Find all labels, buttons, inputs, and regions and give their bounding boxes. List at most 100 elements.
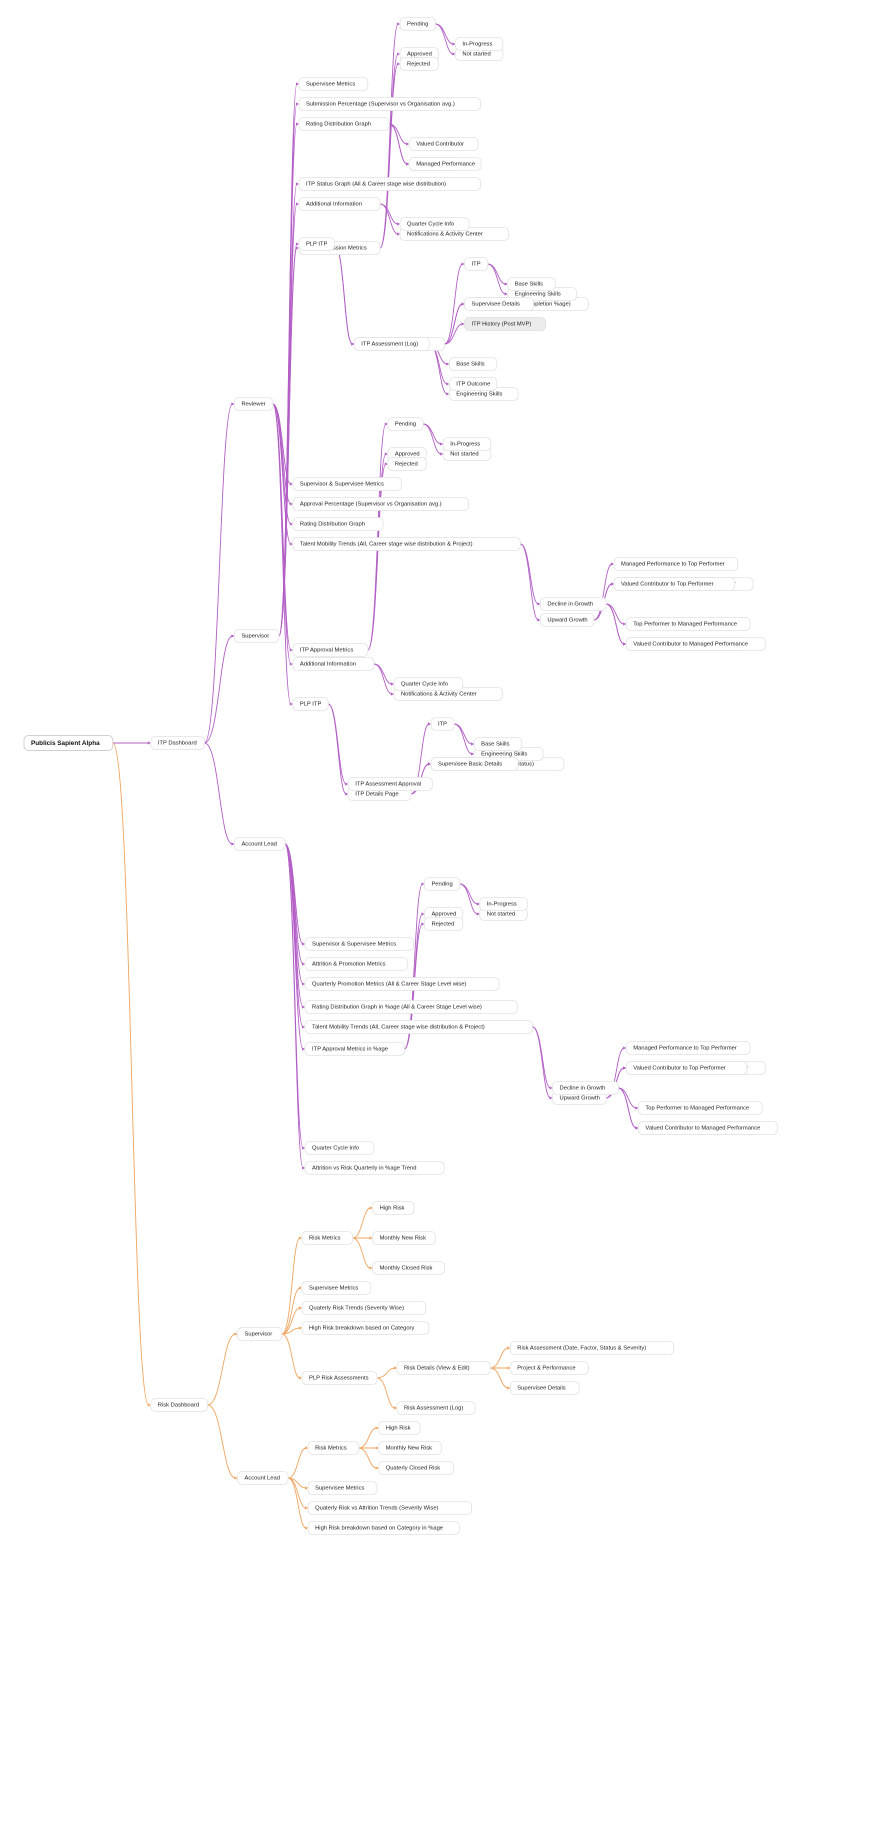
node-pending[interactable]: Pending	[424, 877, 461, 891]
node-in-progress[interactable]: In-Progress	[454, 37, 504, 51]
node-high-risk-breakdown-based-on-category[interactable]: High Risk breakdown based on Category	[301, 1321, 430, 1335]
connector-arrow-icon	[299, 1306, 302, 1310]
node-itp-assessment-approval[interactable]: ITP Assessment Approval	[347, 777, 433, 791]
node-upward-growth[interactable]: Upward Growth	[539, 613, 595, 627]
node-quarterly-promotion-metrics-all-career-stage-level-wise[interactable]: Quarterly Promotion Metrics (All & Caree…	[304, 977, 500, 991]
node-itp-assessment-log[interactable]: ITP Assessment (Log)	[353, 337, 430, 351]
node-submission-percentage-supervisor-vs-organisation-avg[interactable]: Submission Percentage (Supervisor vs Org…	[298, 97, 482, 111]
node-box	[307, 1441, 360, 1455]
node-itp-outcome[interactable]: ITP Outcome	[448, 377, 498, 391]
node-rating-distribution-graph[interactable]: Rating Distribution Graph	[298, 117, 390, 131]
node-account-lead[interactable]: Account Lead	[234, 837, 286, 851]
node-box	[23, 735, 114, 751]
node-high-risk[interactable]: High Risk	[372, 1201, 415, 1215]
node-risk-assessment-date-factor-status-severity[interactable]: Risk Assessment (Date, Factor, Status & …	[509, 1341, 675, 1355]
node-managed-performance-to-top-performer[interactable]: Managed Performance to Top Performer	[613, 557, 739, 571]
node-supervisor-supervisee-metrics[interactable]: Supervisor & Supervisee Metrics	[304, 937, 414, 951]
node-label: Supervisee Metrics	[306, 82, 355, 88]
connector-arrow-icon	[351, 342, 355, 346]
node-supervisee-details[interactable]: Supervisee Details	[509, 1381, 580, 1395]
node-talent-mobility-trends-all-career-stage-wise-distribution-project[interactable]: Talent Mobility Trends (All, Career stag…	[304, 1020, 533, 1034]
connector-arrow-icon	[390, 682, 394, 686]
node-quarter-cycle-info[interactable]: Quarter Cycle Info	[304, 1141, 375, 1155]
node-plp-itp[interactable]: PLP ITP	[292, 697, 329, 711]
node-top-performer-to-managed-performance[interactable]: Top Performer to Managed Performance	[638, 1101, 763, 1115]
node-label: Submission Percentage (Supervisor vs Org…	[306, 102, 455, 108]
node-pending[interactable]: Pending	[399, 17, 436, 31]
node-label: Pending	[407, 22, 428, 28]
node-reviewer[interactable]: Reviewer	[234, 397, 274, 411]
node-supervisee-details[interactable]: Supervisee Details	[464, 297, 534, 311]
node-supervisee-metrics[interactable]: Supervisee Metrics	[301, 1281, 372, 1295]
node-managed-performance[interactable]: Managed Performance	[408, 157, 482, 171]
node-monthly-new-risk[interactable]: Monthly New Risk	[372, 1231, 436, 1245]
node-talent-mobility-trends-all-career-stage-wise-distribution-project[interactable]: Talent Mobility Trends (All, Career stag…	[292, 537, 521, 551]
node-risk-assessment-log[interactable]: Risk Assessment (Log)	[396, 1401, 476, 1415]
node-account-lead[interactable]: Account Lead	[237, 1471, 289, 1485]
connector-line	[444, 263, 463, 345]
node-supervisee-metrics[interactable]: Supervisee Metrics	[307, 1481, 378, 1495]
node-quaterly-risk-trends-severity-wise[interactable]: Quaterly Risk Trends (Severity Wise)	[301, 1301, 427, 1315]
node-monthly-closed-risk[interactable]: Monthly Closed Risk	[372, 1261, 445, 1275]
node-label: Additional Information	[306, 202, 362, 208]
node-box	[539, 613, 595, 627]
node-top-performer-to-managed-performance[interactable]: Top Performer to Managed Performance	[625, 617, 751, 631]
node-risk-dashboard[interactable]: Risk Dashboard	[150, 1398, 208, 1412]
node-in-progress[interactable]: In-Progress	[442, 437, 492, 451]
node-decline-in-growth[interactable]: Decline in Growth	[552, 1081, 619, 1095]
node-supervisor-supervisee-metrics[interactable]: Supervisor & Supervisee Metrics	[292, 477, 402, 491]
node-supervisor[interactable]: Supervisor	[234, 629, 280, 643]
node-itp-history-post-mvp[interactable]: ITP History (Post MVP)	[464, 317, 547, 331]
node-base-skills[interactable]: Base Skills	[448, 357, 498, 371]
node-box	[378, 1441, 442, 1455]
node-additional-information[interactable]: Additional Information	[292, 657, 375, 671]
node-plp-itp[interactable]: PLP ITP	[298, 237, 335, 251]
node-itp-approval-metrics[interactable]: ITP Approval Metrics	[292, 643, 369, 657]
node-box	[301, 1231, 353, 1245]
node-pending[interactable]: Pending	[387, 417, 424, 431]
root-node[interactable]: Publicis Sapient Alpha	[23, 735, 114, 751]
node-valued-contributor-to-top-performer[interactable]: Valued Contributor to Top Performer	[613, 577, 736, 591]
node-project-performance[interactable]: Project & Performance	[509, 1361, 589, 1375]
node-in-progress[interactable]: In-Progress	[479, 897, 528, 911]
node-rejected[interactable]: Rejected	[424, 917, 464, 931]
node-base-skills[interactable]: Base Skills	[507, 277, 556, 291]
node-rating-distribution-graph-in-age-all-career-stage-level-wise[interactable]: Rating Distribution Graph in %age (All &…	[304, 1000, 518, 1014]
node-base-skills[interactable]: Base Skills	[473, 737, 523, 751]
node-supervisee-metrics[interactable]: Supervisee Metrics	[298, 77, 369, 91]
node-quaterly-risk-vs-attrition-trends-severity-wise[interactable]: Quaterly Risk vs Attrition Trends (Sever…	[307, 1501, 472, 1515]
node-itp-dashboard[interactable]: ITP Dashboard	[150, 736, 205, 750]
node-monthly-new-risk[interactable]: Monthly New Risk	[378, 1441, 442, 1455]
node-itp-status-graph-all-career-stage-wise-distribution[interactable]: ITP Status Graph (All & Career stage wis…	[298, 177, 482, 191]
node-supervisee-basic-details[interactable]: Supervisee Basic Details	[430, 757, 519, 771]
node-decline-in-growth[interactable]: Decline in Growth	[539, 597, 607, 611]
node-quarter-cycle-info[interactable]: Quarter Cycle Info	[393, 677, 464, 691]
node-attrition-vs-risk-quarterly-in-age-trend[interactable]: Attrition vs Risk Quarterly in %age Tren…	[304, 1161, 445, 1175]
node-plp-risk-assessments[interactable]: PLP Risk Assessments	[301, 1371, 378, 1385]
connector-arrow-icon	[295, 242, 299, 246]
node-high-risk[interactable]: High Risk	[378, 1421, 421, 1435]
node-approval-percentage-supervisor-vs-organisation-avg[interactable]: Approval Percentage (Supervisor vs Organ…	[292, 497, 469, 511]
node-rejected[interactable]: Rejected	[387, 457, 427, 471]
node-rejected[interactable]: Rejected	[399, 57, 439, 71]
node-valued-contributor-to-managed-performance[interactable]: Valued Contributor to Managed Performanc…	[638, 1121, 778, 1135]
node-managed-performance-to-top-performer[interactable]: Managed Performance to Top Performer	[625, 1041, 751, 1055]
node-itp[interactable]: ITP	[464, 257, 489, 271]
node-risk-metrics[interactable]: Risk Metrics	[307, 1441, 360, 1455]
node-additional-information[interactable]: Additional Information	[298, 197, 381, 211]
node-quarter-cycle-info[interactable]: Quarter Cycle Info	[399, 217, 470, 231]
node-high-risk-breakdown-based-on-category-in-age[interactable]: High Risk breakdown based on Category in…	[307, 1521, 460, 1535]
node-quaterly-closed-risk[interactable]: Quaterly Closed Risk	[378, 1461, 455, 1475]
node-valued-contributor-to-top-performer[interactable]: Valued Contributor to Top Performer	[625, 1061, 748, 1075]
node-itp-approval-metrics-in-age[interactable]: ITP Approval Metrics in %age	[304, 1042, 405, 1056]
node-itp[interactable]: ITP	[430, 717, 455, 731]
node-risk-metrics[interactable]: Risk Metrics	[301, 1231, 353, 1245]
node-box	[304, 1161, 445, 1175]
node-attrition-promotion-metrics[interactable]: Attrition & Promotion Metrics	[304, 957, 408, 971]
node-valued-contributor[interactable]: Valued Contributor	[408, 137, 479, 151]
node-risk-details-view-edit[interactable]: Risk Details (View & Edit)	[396, 1361, 491, 1375]
connector-line	[287, 1447, 307, 1479]
node-valued-contributor-to-managed-performance[interactable]: Valued Contributor to Managed Performanc…	[625, 637, 766, 651]
node-supervisor[interactable]: Supervisor	[237, 1327, 283, 1341]
node-rating-distribution-graph[interactable]: Rating Distribution Graph	[292, 517, 384, 531]
